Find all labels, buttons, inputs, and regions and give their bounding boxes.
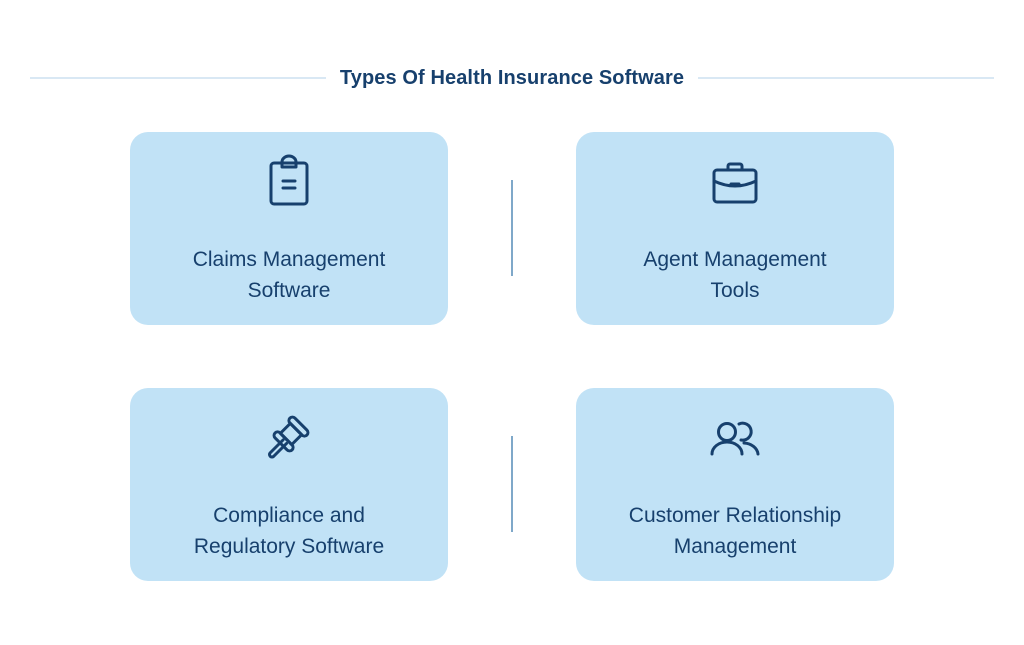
card-label: Compliance and Regulatory Software bbox=[194, 500, 384, 562]
title-row: Types Of Health Insurance Software bbox=[30, 62, 995, 94]
title-rule-right bbox=[698, 77, 995, 79]
card-label-line2: Regulatory Software bbox=[193, 535, 385, 558]
card-label-line2: Software bbox=[247, 279, 331, 302]
page-title: Types Of Health Insurance Software bbox=[339, 66, 685, 89]
users-icon bbox=[707, 410, 763, 466]
card-label-line1: Customer Relationship bbox=[628, 504, 842, 527]
card-compliance-regulatory: Compliance and Regulatory Software bbox=[130, 388, 448, 581]
card-agent-management: Agent Management Tools bbox=[576, 132, 894, 325]
gavel-icon bbox=[261, 410, 317, 466]
divider-bottom bbox=[511, 436, 513, 532]
card-label: Customer Relationship Management bbox=[629, 500, 841, 562]
card-label-line2: Tools bbox=[710, 279, 760, 302]
divider-top bbox=[511, 180, 513, 276]
clipboard-icon bbox=[261, 154, 317, 210]
briefcase-icon bbox=[707, 154, 763, 210]
card-label-line1: Compliance and bbox=[213, 504, 365, 527]
card-label: Claims Management Software bbox=[193, 244, 386, 306]
card-label-line1: Claims Management bbox=[192, 248, 386, 271]
title-rule-left bbox=[30, 77, 326, 79]
card-label-line1: Agent Management bbox=[643, 248, 827, 271]
card-label-line2: Management bbox=[673, 535, 797, 558]
card-claims-management: Claims Management Software bbox=[130, 132, 448, 325]
card-customer-relationship: Customer Relationship Management bbox=[576, 388, 894, 581]
card-label: Agent Management Tools bbox=[643, 244, 826, 306]
